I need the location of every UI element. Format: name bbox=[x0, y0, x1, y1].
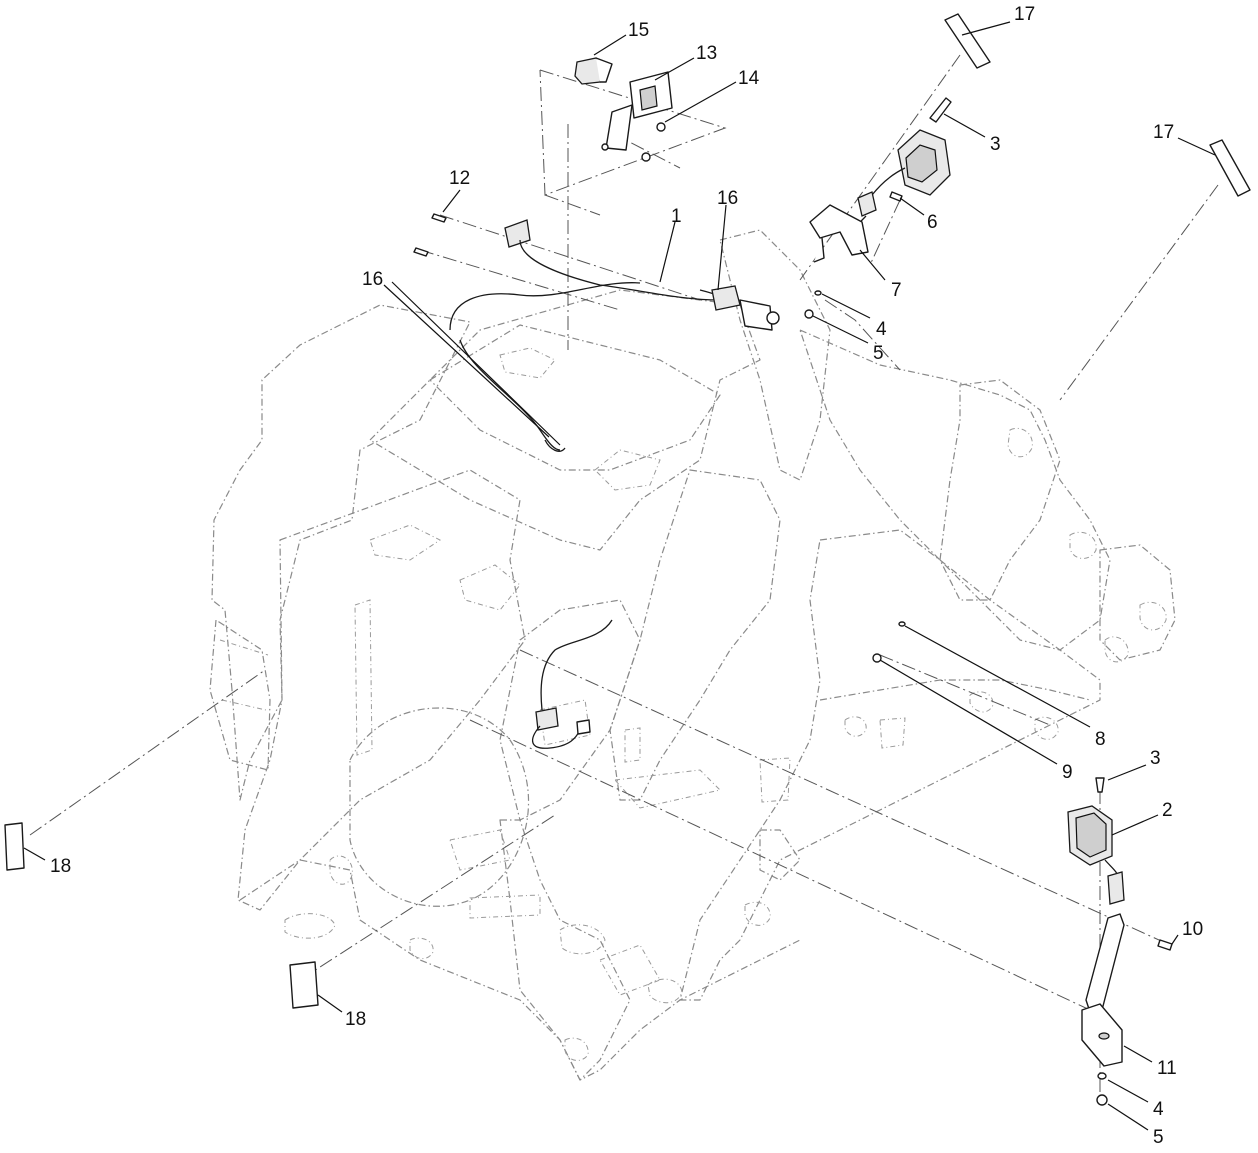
callout-17-top: 17 bbox=[1014, 4, 1035, 25]
part-2-work-light-lower bbox=[1067, 777, 1125, 905]
callout-17-right: 17 bbox=[1153, 122, 1174, 143]
callout-16-right: 16 bbox=[717, 188, 738, 209]
callout-8: 8 bbox=[1095, 729, 1106, 750]
part-7-bracket bbox=[809, 204, 869, 263]
callout-13: 13 bbox=[696, 43, 717, 64]
callout-7: 7 bbox=[891, 280, 902, 301]
callout-10: 10 bbox=[1182, 919, 1203, 940]
part-1-wire-harness bbox=[449, 219, 780, 749]
part-4-5-upper-hardware bbox=[804, 290, 822, 319]
callout-2: 2 bbox=[1162, 800, 1173, 821]
machine-frame-ghost bbox=[209, 229, 1176, 1081]
part-18-decals bbox=[4, 822, 319, 1009]
part-11-bracket bbox=[1081, 913, 1125, 1067]
part-14-nuts bbox=[641, 122, 666, 162]
callout-labels: 15 13 14 12 1 16 16 17 3 17 6 7 4 5 8 9 … bbox=[50, 4, 1203, 1148]
callout-4-upper: 4 bbox=[876, 319, 887, 340]
callout-12: 12 bbox=[449, 168, 470, 189]
callout-1: 1 bbox=[671, 206, 682, 227]
part-8-9-hardware bbox=[872, 621, 906, 663]
callout-5-lower: 5 bbox=[1153, 1127, 1164, 1148]
callout-16-left: 16 bbox=[362, 269, 383, 290]
part-6-bolt bbox=[889, 191, 903, 202]
callout-3-upper: 3 bbox=[990, 134, 1001, 155]
leader-lines bbox=[23, 21, 1216, 1131]
part-17-decals bbox=[944, 13, 1251, 197]
callout-11: 11 bbox=[1157, 1058, 1177, 1079]
part-10-bolt bbox=[1157, 939, 1173, 951]
callout-14: 14 bbox=[738, 68, 760, 89]
callout-4-lower: 4 bbox=[1153, 1099, 1164, 1120]
callout-6: 6 bbox=[927, 212, 938, 233]
callout-18-left: 18 bbox=[50, 856, 71, 877]
part-4-5-lower-hardware bbox=[1096, 1072, 1108, 1106]
callout-18-bottom: 18 bbox=[345, 1009, 366, 1030]
callout-15: 15 bbox=[628, 20, 649, 41]
callout-5-upper: 5 bbox=[873, 343, 884, 364]
callout-3-lower: 3 bbox=[1150, 748, 1161, 769]
assembly-center-lines bbox=[29, 54, 1219, 1100]
part-13-bracket bbox=[601, 71, 673, 151]
part-15-lamp bbox=[574, 57, 613, 85]
part-12-bolts bbox=[413, 213, 447, 257]
callout-9: 9 bbox=[1062, 762, 1073, 783]
part-work-light-upper bbox=[851, 97, 952, 233]
